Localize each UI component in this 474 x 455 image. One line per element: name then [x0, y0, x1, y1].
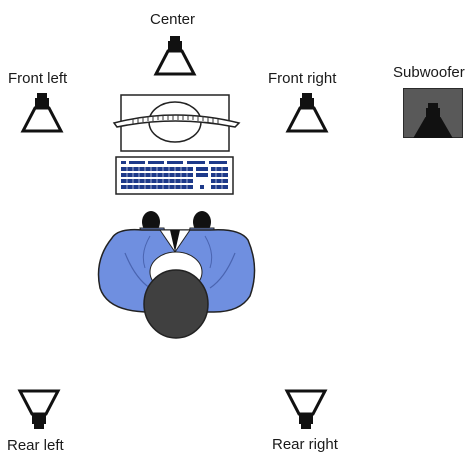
user-top-view-icon: [90, 208, 268, 343]
monitor-icon: [111, 93, 243, 155]
rear-right-label: Rear right: [272, 436, 338, 454]
center-speaker[interactable]: [153, 36, 197, 76]
subwoofer-speaker[interactable]: [403, 88, 463, 138]
speaker-icon: [17, 389, 61, 429]
speaker-icon: [285, 93, 329, 133]
speaker-icon: [153, 36, 197, 76]
rear-right-speaker[interactable]: [284, 389, 328, 429]
front-left-speaker[interactable]: [20, 93, 64, 133]
rear-left-speaker[interactable]: [17, 389, 61, 429]
speaker-icon: [20, 93, 64, 133]
speaker-icon: [284, 389, 328, 429]
keyboard: [115, 156, 235, 196]
monitor: [111, 93, 243, 155]
user: [90, 208, 268, 343]
subwoofer-label: Subwoofer: [393, 64, 465, 82]
center-label: Center: [150, 11, 195, 29]
front-right-speaker[interactable]: [285, 93, 329, 133]
front-left-label: Front left: [8, 70, 67, 88]
front-right-label: Front right: [268, 70, 336, 88]
speaker-icon: [403, 88, 463, 138]
rear-left-label: Rear left: [7, 437, 64, 455]
keyboard-icon: [115, 156, 235, 196]
